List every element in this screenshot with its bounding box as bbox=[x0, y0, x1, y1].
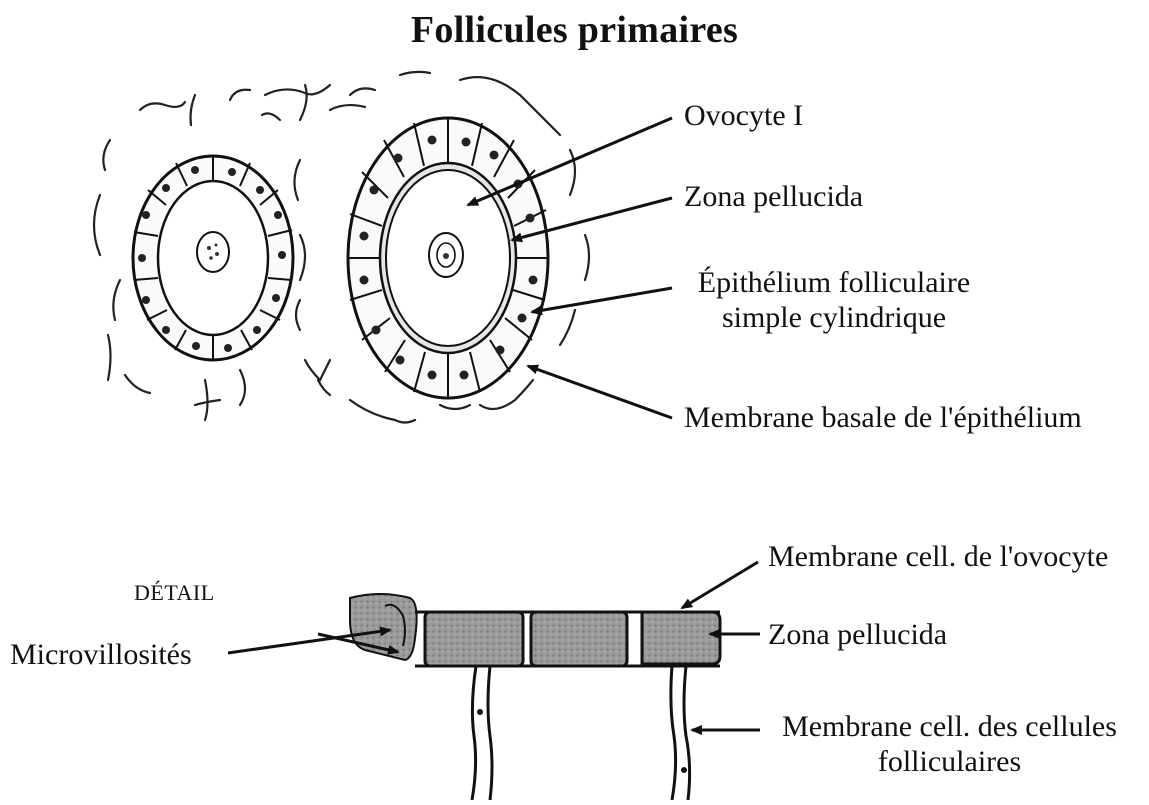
label-membrane-follic-line1: Membrane cell. des cellules bbox=[752, 710, 1147, 745]
label-membrane-basale: Membrane basale de l'épithélium bbox=[684, 403, 1082, 433]
label-zona-pellucida-top: Zona pellucida bbox=[684, 182, 863, 212]
diagram-title: Follicules primaires bbox=[0, 8, 1149, 52]
arrow-membrane-ovocyte bbox=[682, 562, 758, 608]
large-follicle bbox=[348, 118, 548, 398]
arrow-membrane-basale bbox=[528, 366, 672, 418]
label-epithelium-line1: Épithélium folliculaire bbox=[684, 266, 984, 301]
label-membrane-follic: Membrane cell. des cellules folliculaire… bbox=[752, 710, 1147, 779]
label-zona-pellucida-bottom: Zona pellucida bbox=[768, 620, 947, 650]
arrow-epithelium bbox=[532, 288, 672, 312]
label-epithelium: Épithélium folliculaire simple cylindriq… bbox=[684, 266, 984, 335]
label-microvillosites: Microvillosités bbox=[10, 640, 192, 670]
label-membrane-follic-line2: folliculaires bbox=[752, 745, 1147, 780]
label-detail: DÉTAIL bbox=[134, 580, 215, 606]
label-epithelium-line2: simple cylindrique bbox=[684, 301, 984, 336]
detail-drawing bbox=[350, 594, 720, 800]
label-membrane-ovocyte: Membrane cell. de l'ovocyte bbox=[768, 542, 1108, 572]
small-follicle bbox=[133, 156, 293, 360]
label-ovocyte: Ovocyte I bbox=[684, 101, 803, 131]
